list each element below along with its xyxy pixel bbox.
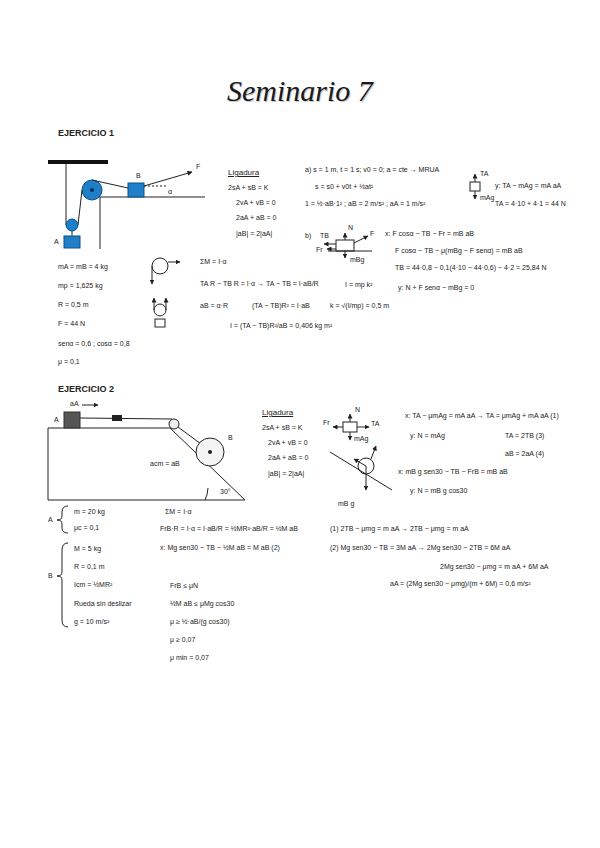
note-text: I = (TA − TB)R²/aB = 0,406 kg m² <box>230 322 332 331</box>
note-text: y: N + F senα − mBg = 0 <box>398 284 474 293</box>
note-text: μ min = 0,07 <box>170 654 209 663</box>
note-text: R = 0,1 m <box>74 563 105 572</box>
note-text: mA = mB = 4 kg <box>58 263 108 272</box>
note-text: M = 5 kg <box>74 545 101 554</box>
note-text: s = s0 + v0t + ½at² <box>315 183 373 192</box>
brace <box>57 506 68 627</box>
note-text: aA <box>70 400 79 409</box>
note-text: α <box>168 188 172 197</box>
note-text: FrB ≤ μN <box>170 582 198 591</box>
note-text: I = mp k² <box>345 281 372 290</box>
note-text: m = 20 kg <box>74 508 105 517</box>
note-text: F <box>370 230 374 239</box>
note-text: y: N = mB g cos30 <box>410 487 467 496</box>
note-text: y: TA − mAg = mA aA <box>495 182 561 191</box>
figure-2 <box>48 405 245 500</box>
note-text: y: N = mAg <box>410 432 445 441</box>
note-text: Ligadura <box>228 168 259 178</box>
note-text: A <box>54 416 59 425</box>
note-text: mBg <box>350 256 364 265</box>
note-text: 2Mg sen30 − μmg = m aA + 6M aA <box>440 563 549 572</box>
note-text: TA = 4·10 + 4·1 = 44 N <box>495 200 566 209</box>
note-text: TB = 44·0,8 − 0,1(4·10 − 44·0,6) − 4·2 =… <box>395 264 547 273</box>
page-title: Seminario 7 <box>227 72 373 110</box>
note-text: (TA − TB)R² = I·aB <box>252 302 310 311</box>
note-text: |aB| = 2|aA| <box>268 470 304 479</box>
note-text: x: mB g sen30 − TB − FrB = mB aB <box>398 468 508 477</box>
note-text: F <box>196 163 200 172</box>
note-text: TA <box>480 170 488 179</box>
note-text: aB = 2aA (4) <box>505 450 544 459</box>
note-text: N <box>348 224 353 233</box>
note-text: EJERCICIO 1 <box>58 128 114 139</box>
note-text: R = 0,5 m <box>58 301 89 310</box>
note-text: k = √(I/mp) = 0,5 m <box>330 302 389 311</box>
note-text: (1) 2TB − μmg = m aA → 2TB − μmg = m aA <box>330 525 469 534</box>
pulley-sketch <box>152 258 180 327</box>
note-text: x: Mg sen30 − TB − ½M aB = M aB (2) <box>160 544 280 553</box>
note-text: senα = 0,6 ; cosα = 0,8 <box>58 340 130 349</box>
note-text: TA <box>371 420 379 429</box>
note-text: N <box>355 406 360 415</box>
note-text: μ = 0,1 <box>58 358 80 367</box>
note-text: A <box>54 238 59 247</box>
note-text: 30° <box>220 488 231 497</box>
note-text: B <box>136 172 141 181</box>
note-text: ΣM = I·α <box>165 508 191 517</box>
note-text: a) s = 1 m, t = 1 s; v0 = 0; a = cte → M… <box>305 166 439 175</box>
note-text: mAg <box>480 194 494 203</box>
note-text: mAg <box>354 435 368 444</box>
note-text: TA = 2TB (3) <box>505 432 544 441</box>
note-text: ΣM = I·α <box>200 258 226 267</box>
note-text: |aB| = 2|aA| <box>236 230 272 239</box>
note-text: x: TA − μmAg = mA aA → TA = μmAg + mA aA… <box>405 412 559 421</box>
note-text: TA R − TB R = I·α → TA − TB = I·aB/R <box>200 280 319 289</box>
note-text: Fr <box>316 246 323 255</box>
free-body-a <box>470 174 480 199</box>
note-text: μ ≥ ½·aB/(g cos30) <box>170 618 230 627</box>
note-text: 2aA + aB = 0 <box>236 214 276 223</box>
note-text: FrB·R = I·α = I·aB/R = ½MR²·aB/R = ½M aB <box>160 525 298 534</box>
note-text: B <box>48 572 53 581</box>
note-text: x: F cosα − TB − Fr = mB aB <box>385 230 474 239</box>
note-text: F cosα − TB − μ(mBg − F senα) = mB aB <box>395 247 523 256</box>
free-body-b <box>324 233 372 258</box>
note-text: EJERCICIO 2 <box>58 384 114 395</box>
note-text: aB = α·R <box>200 302 228 311</box>
note-text: b) <box>305 232 311 241</box>
note-text: Ligadura <box>262 408 293 418</box>
note-text: B <box>228 434 233 443</box>
note-text: TB <box>320 232 329 241</box>
note-text: aA = (2Mg sen30 − μmg)/(m + 6M) = 0,6 m/… <box>390 580 531 589</box>
note-text: Rueda sin deslizar <box>74 600 132 609</box>
note-text: 2aA + aB = 0 <box>268 454 308 463</box>
note-text: mB g <box>338 500 354 509</box>
note-text: Fr <box>323 419 330 428</box>
note-text: Icm = ½MR² <box>74 581 112 590</box>
note-text: 2sA + sB = K <box>228 184 268 193</box>
note-text: acm = aB <box>150 460 180 469</box>
note-text: (2) Mg sen30 − TB = 3M aA → 2Mg sen30 − … <box>330 544 510 553</box>
note-text: 2vA + vB = 0 <box>236 199 276 208</box>
note-text: mp = 1,625 kg <box>58 282 103 291</box>
note-text: ½M aB ≤ μMg cos30 <box>170 600 234 609</box>
note-text: 2sA + sB = K <box>262 424 302 433</box>
note-text: 2vA + vB = 0 <box>268 439 308 448</box>
note-text: A <box>48 516 53 525</box>
free-body-ex2 <box>330 414 392 490</box>
note-text: F = 44 N <box>58 320 85 329</box>
figure-1 <box>48 160 205 249</box>
note-text: μ ≥ 0,07 <box>170 636 195 645</box>
note-text: 1 = ½·aB·1² ; aB = 2 m/s² ; aA = 1 m/s² <box>305 200 425 209</box>
note-text: μc = 0,1 <box>74 524 99 533</box>
note-text: g = 10 m/s² <box>74 618 109 627</box>
